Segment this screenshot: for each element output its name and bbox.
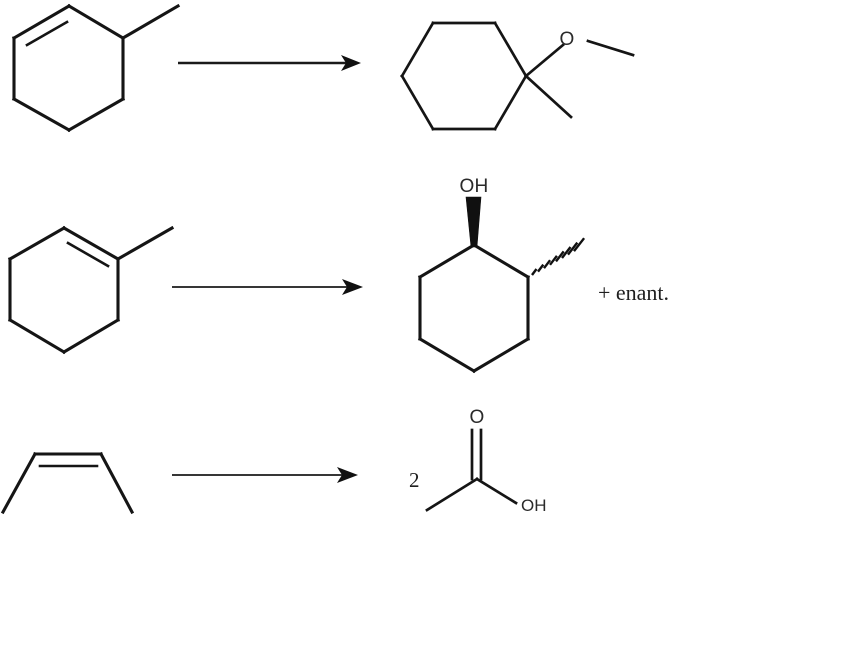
ring-bond-upper-left <box>400 21 435 78</box>
methyl-bond <box>115 225 175 262</box>
hydroxyl-group-label: OH <box>521 496 547 515</box>
carbon-hydroxyl-bond <box>475 477 518 505</box>
reactant-cis-2-butene <box>0 451 135 515</box>
ring-bond-bottom-right <box>66 96 126 133</box>
ring-bond-lower-left <box>417 336 477 374</box>
ring-bond-upper-right <box>471 242 531 280</box>
hydroxyl-group-label: OH <box>459 176 488 197</box>
oxygen-atom-label: O <box>559 29 574 50</box>
reaction-row-3: 2 O OH <box>0 407 547 515</box>
chain-bond-right <box>98 451 135 515</box>
product-acetic-acid: 2 O OH <box>409 407 547 515</box>
arrow-head <box>337 467 358 483</box>
product-1-methoxy-1-methylcyclohexane: O <box>400 21 635 131</box>
arrow-head <box>341 55 361 71</box>
methyl-bond <box>524 74 573 119</box>
arrow-head <box>342 279 363 295</box>
methyl-carbonyl-bond <box>425 477 479 512</box>
ring-bond-bottom-right <box>61 317 121 355</box>
ring-bond-lower-left <box>400 74 435 131</box>
carbonyl-oxygen-label: O <box>469 407 484 428</box>
reaction-arrow-1 <box>178 55 361 71</box>
reactant-1-methylcyclohexene <box>11 3 181 133</box>
stoichiometric-coefficient: 2 <box>409 468 420 492</box>
product-trans-2-methylcyclohexanol: OH <box>417 176 586 374</box>
hydroxyl-wedge-bond <box>465 196 482 248</box>
ring-bond-top-left <box>11 3 72 41</box>
chain-bond-left <box>0 451 38 515</box>
carbon-oxygen-bond <box>524 43 565 78</box>
ring-bond-upper-right <box>493 21 528 78</box>
ring-bond-top-right <box>66 3 126 41</box>
methyl-hashed-bond <box>531 237 586 276</box>
reactant-1-methylcyclohexene-2 <box>7 225 175 355</box>
oxygen-methyl-bond <box>586 39 635 57</box>
ring-bond-bottom-left <box>11 96 72 133</box>
ring-bond-top-left <box>7 225 67 262</box>
methyl-bond <box>120 3 181 41</box>
double-bond-inner-line <box>66 241 110 268</box>
ring-bond-lower-right <box>471 336 531 374</box>
ring-bond-lower-right <box>493 74 528 131</box>
ring-bond-bottom-left <box>7 317 67 355</box>
reaction-row-1: O <box>11 3 635 133</box>
reaction-row-2: OH + enant. <box>7 176 669 374</box>
enantiomer-note: + enant. <box>598 280 669 305</box>
ring-bond-upper-left <box>417 242 477 280</box>
reaction-arrow-2 <box>172 279 363 295</box>
double-bond-inner-line <box>25 20 69 47</box>
ring-bond-top-right <box>61 225 121 262</box>
reaction-arrow-3 <box>172 467 358 483</box>
